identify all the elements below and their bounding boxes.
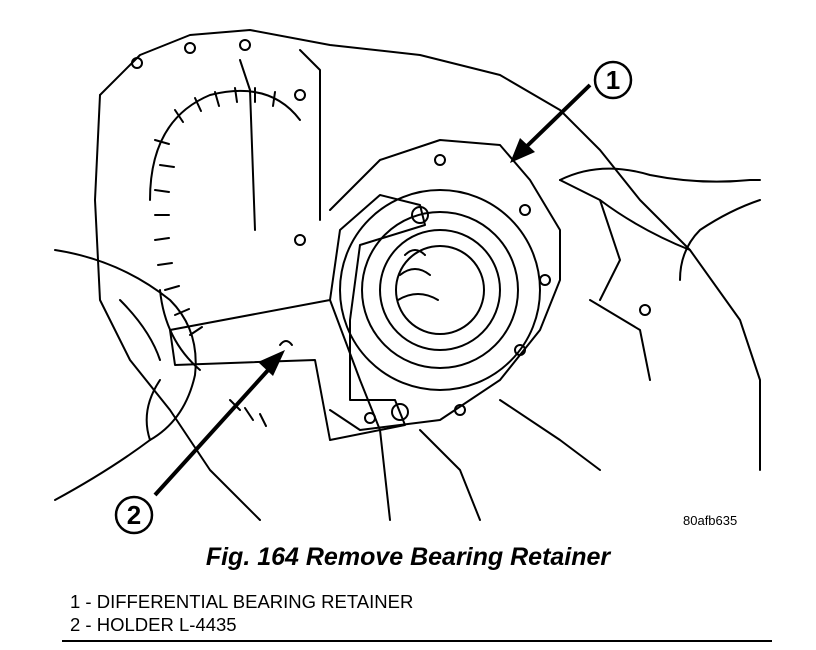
callout-2-leader — [153, 350, 285, 497]
bottom-rule — [62, 640, 772, 642]
legend-separator: - — [80, 614, 97, 635]
svg-text:2: 2 — [127, 500, 141, 530]
legend-text: HOLDER L-4435 — [96, 614, 237, 635]
technical-illustration: 1 2 — [54, 29, 761, 535]
figure-caption: Fig. 164 Remove Bearing Retainer — [205, 543, 611, 571]
legend-separator: - — [80, 591, 97, 612]
ring-gear — [149, 87, 301, 427]
housing-outline — [94, 29, 761, 521]
left-hand — [54, 249, 197, 501]
differential-bearing-retainer — [329, 139, 561, 431]
image-code: 80afb635 — [683, 513, 738, 528]
svg-text:1: 1 — [606, 65, 620, 95]
callout-2: 2 — [114, 495, 154, 535]
callout-1-leader — [510, 83, 592, 163]
legend: 1 - DIFFERENTIAL BEARING RETAINER 2 - HO… — [70, 590, 413, 636]
legend-number: 1 — [70, 591, 81, 612]
legend-text: DIFFERENTIAL BEARING RETAINER — [96, 591, 414, 612]
legend-number: 2 — [70, 614, 81, 635]
legend-item: 1 - DIFFERENTIAL BEARING RETAINER — [70, 590, 413, 613]
right-hand — [559, 167, 761, 281]
holder-tool — [169, 194, 429, 441]
callout-1: 1 — [593, 60, 633, 100]
legend-item: 2 - HOLDER L-4435 — [70, 613, 413, 636]
